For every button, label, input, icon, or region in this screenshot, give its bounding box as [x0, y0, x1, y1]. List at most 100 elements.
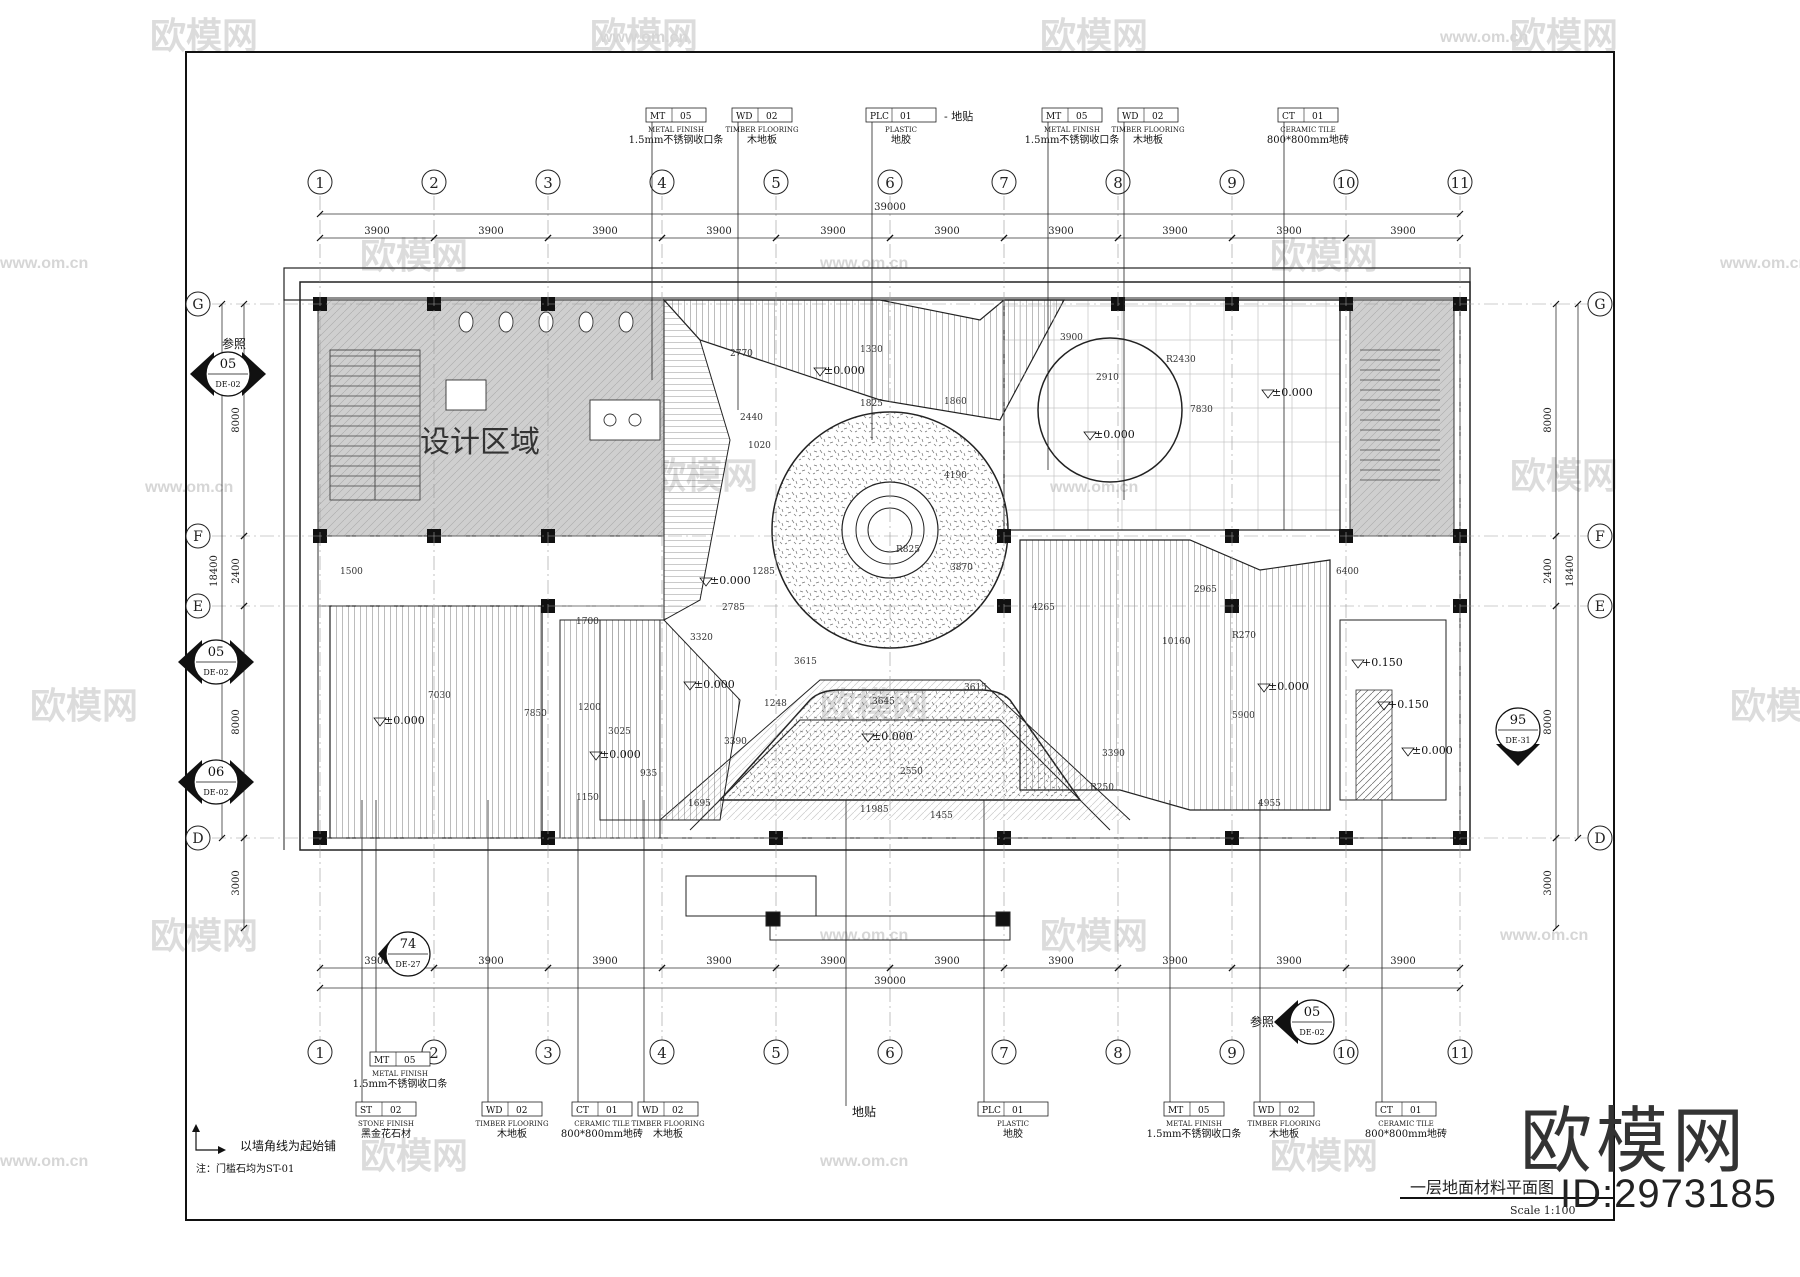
inner-dim: 2965 — [1194, 585, 1217, 595]
title-block: 一层地面材料平面图 Scale 1:100 — [1400, 1178, 1614, 1217]
dim-tick — [1456, 984, 1464, 992]
tag-cn: 800*800mm地砖 — [561, 1127, 643, 1140]
right-side-room — [1339, 619, 1447, 801]
inner-dim: 7850 — [524, 709, 547, 719]
tag-num: 05 — [1198, 1106, 1210, 1116]
inner-dim: 2440 — [740, 413, 763, 423]
dim-tick — [218, 300, 226, 308]
tag-code: MT — [1046, 112, 1061, 122]
inner-dim: 4190 — [944, 471, 967, 481]
tag-cn: 1.5mm不锈钢收口条 — [1025, 133, 1120, 146]
tag-code: CT — [576, 1106, 589, 1116]
axis-bubble-bottom — [877, 1039, 903, 1065]
axis-bubble-bottom — [1105, 1039, 1131, 1065]
watermark-cn: 欧模网 — [1510, 15, 1618, 56]
tag-en: METAL FINISH — [372, 1070, 428, 1078]
inner-dim: 3615 — [964, 683, 987, 693]
dim-span-bottom: 3900 — [1390, 956, 1415, 967]
tag-cn: 1.5mm不锈钢收口条 — [1147, 1127, 1242, 1140]
dim-span-bottom: 3900 — [934, 956, 959, 967]
axis-label-left: D — [192, 831, 203, 847]
axis-label-bottom: 6 — [885, 1044, 895, 1062]
dim-tick — [544, 964, 552, 972]
dim-tick — [1456, 964, 1464, 972]
tag-num: 01 — [1312, 112, 1323, 122]
level-value: ±0.000 — [384, 714, 425, 727]
inner-dim: 2550 — [900, 767, 923, 777]
dim-total-bottom: 39000 — [874, 976, 906, 987]
dim-tick — [1000, 964, 1008, 972]
tag-box — [1253, 1101, 1315, 1117]
axis-bubble-top — [763, 169, 789, 195]
axis-label-top: 3 — [543, 174, 553, 192]
tag-box — [1375, 1101, 1437, 1117]
watermark-url: www.om.cn — [1719, 255, 1800, 272]
inner-dim: 3025 — [608, 727, 631, 737]
tag-box — [637, 1101, 699, 1117]
axis-label-bottom: 7 — [999, 1044, 1009, 1062]
dim-tick — [1552, 924, 1560, 932]
axis-label-top: 11 — [1450, 174, 1469, 192]
right-stair-steps — [1360, 349, 1440, 481]
axis-bubble-right — [1587, 291, 1613, 317]
axis-label-right: D — [1594, 831, 1605, 847]
axis-bubble-bottom — [1447, 1039, 1473, 1065]
dim-row-left: 2400 — [231, 558, 242, 583]
axis-label-right: G — [1594, 297, 1605, 313]
right-stair-zone — [1349, 299, 1455, 537]
axis-label-bottom: 5 — [771, 1044, 781, 1062]
tag-cn: 地胶 — [1003, 1127, 1023, 1140]
tag-box — [977, 1101, 1049, 1117]
tag-num: 02 — [766, 112, 777, 122]
level-value: ±0.000 — [1094, 428, 1135, 441]
watermark-cn: 欧模网 — [1730, 685, 1800, 726]
axis-label-bottom: 9 — [1227, 1044, 1237, 1062]
axis-bubble-top — [1333, 169, 1359, 195]
dim-tick — [658, 964, 666, 972]
tag-cn: 地胶 — [891, 133, 911, 146]
axis-bubble-top — [1447, 169, 1473, 195]
level-triangle — [1257, 683, 1271, 693]
axis-bubble-bottom — [649, 1039, 675, 1065]
inner-dim: 1248 — [764, 699, 787, 709]
dim-span-top: 3900 — [1390, 226, 1415, 237]
tag-code: WD — [1122, 112, 1138, 122]
tag-en: METAL FINISH — [1044, 126, 1100, 134]
tag-code: WD — [642, 1106, 658, 1116]
section-num: 95 — [1510, 713, 1527, 728]
dim-span-top: 3900 — [820, 226, 845, 237]
inner-dim: 5900 — [1232, 711, 1255, 721]
dim-tick — [658, 234, 666, 242]
tag-en: STONE FINISH — [358, 1120, 414, 1128]
level-value: ±0.000 — [1412, 744, 1453, 757]
tag-code: MT — [1168, 1106, 1183, 1116]
tag-en: TIMBER FLOORING — [725, 126, 798, 134]
tag-cn: 1.5mm不锈钢收口条 — [353, 1077, 448, 1090]
axis-label-right: F — [1595, 529, 1605, 545]
dim-tick — [772, 964, 780, 972]
axis-bubble-top — [649, 169, 675, 195]
dim-row-right: 8000 — [1543, 709, 1554, 734]
inner-dim: 1150 — [576, 793, 599, 803]
bottom-ground-label: 地贴 — [852, 1105, 876, 1119]
dim-tick — [240, 300, 248, 308]
axis-bubble-top — [421, 169, 447, 195]
axis-bubble-bottom — [763, 1039, 789, 1065]
dim-row-left: 8000 — [231, 709, 242, 734]
axis-label-bottom: 2 — [429, 1044, 439, 1062]
axis-bubble-bottom — [1219, 1039, 1245, 1065]
toilet-fixtures — [445, 311, 661, 441]
inner-dim: 6400 — [1336, 567, 1359, 577]
tag-extra: - 地贴 — [944, 109, 973, 123]
section-num: 06 — [208, 765, 225, 780]
inner-dim: 1860 — [944, 397, 967, 407]
axis-label-left: E — [193, 599, 203, 615]
level-value: ±0.000 — [710, 574, 751, 587]
axis-bubble-top — [307, 169, 333, 195]
tag-num: 02 — [1152, 112, 1163, 122]
dim-row-right: 2400 — [1543, 558, 1554, 583]
